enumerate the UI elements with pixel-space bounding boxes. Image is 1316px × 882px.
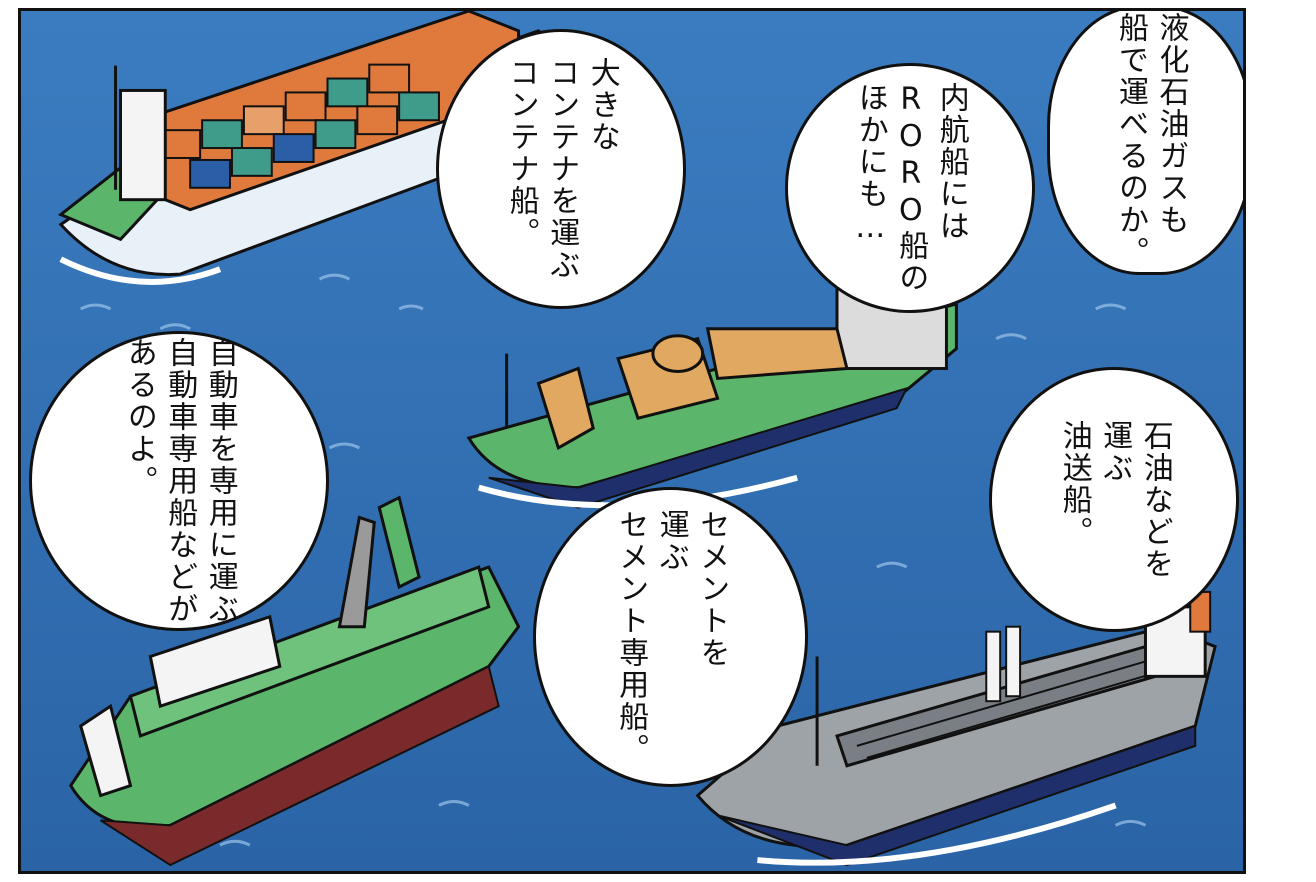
bubble-text-oil: 石油などを 運ぶ 油送船。 xyxy=(1056,419,1173,580)
bubble-text-cement: セメントを 運ぶ セメント専用船。 xyxy=(613,509,730,765)
car-carrier-icon xyxy=(68,495,521,867)
bubble-text-car: 自動車を専用に運ぶ 自動車専用船などが あるのよ。 xyxy=(121,337,238,625)
bubble-text-roro: 内航船には RORO船の ほかにも… xyxy=(852,82,969,294)
bubble-text-lpg: 液化石油ガスも 船で運べるのか。 xyxy=(1113,12,1189,268)
container-ship-icon xyxy=(57,11,581,285)
page-margin xyxy=(1246,0,1316,882)
speech-bubble-oil: 石油などを 運ぶ 油送船。 xyxy=(989,367,1239,632)
cement-carrier-icon xyxy=(466,277,958,509)
speech-bubble-cement: セメントを 運ぶ セメント専用船。 xyxy=(533,487,808,787)
oil-tanker-icon xyxy=(695,590,1217,867)
speech-bubble-car: 自動車を専用に運ぶ 自動車専用船などが あるのよ。 xyxy=(29,331,329,631)
speech-bubble-roro: 内航船には RORO船の ほかにも… xyxy=(785,63,1035,313)
speech-bubble-lpg: 液化石油ガスも 船で運べるのか。 xyxy=(1047,11,1243,275)
bubble-text-container: 大きな コンテナを運ぶ コンテナ船。 xyxy=(503,57,620,281)
speech-bubble-container: 大きな コンテナを運ぶ コンテナ船。 xyxy=(436,29,686,309)
manga-panel: 液化石油ガスも 船で運べるのか。 内航船には RORO船の ほかにも… 大きな … xyxy=(18,8,1246,874)
